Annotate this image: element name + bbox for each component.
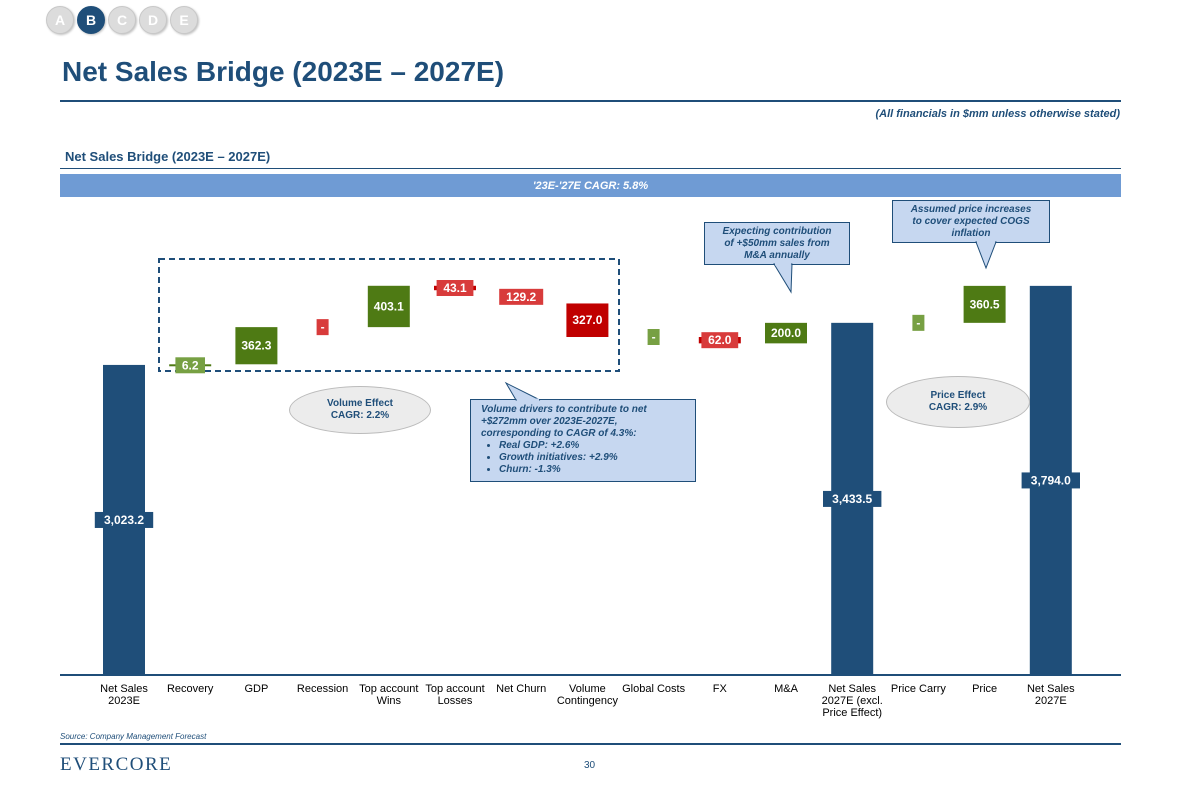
decrease-bar-label-box [436, 280, 474, 296]
decrease-bar-label: 327.0 [572, 313, 602, 327]
nil-marker-label: - [652, 330, 656, 344]
increase-bar-label: 200.0 [771, 326, 801, 340]
category-label: FX [713, 683, 728, 695]
increase-bar-label: 360.5 [970, 297, 1000, 311]
volume-callout-bullet: Churn: -1.3% [499, 464, 685, 476]
increase-bar [963, 285, 1006, 323]
decrease-bar-label: 129.2 [506, 290, 536, 304]
increase-bar-label-box [175, 357, 205, 374]
category-label: Net Churn [496, 683, 546, 695]
total-bar-label-box [94, 511, 154, 528]
increase-bar [235, 327, 278, 365]
category-label: Price [972, 683, 997, 695]
section-tabs: A B C D E [46, 6, 246, 34]
ma-callout-pointer [773, 263, 793, 294]
title-divider [60, 100, 1121, 102]
ma-callout: Expecting contribution of +$50mm sales f… [704, 222, 850, 265]
price-callout-pointer [975, 241, 997, 270]
page-title: Net Sales Bridge (2023E – 2027E) [62, 56, 505, 87]
total-bar-label: 3,023.2 [104, 513, 144, 527]
chart-subtitle: Net Sales Bridge (2023E – 2027E) [65, 149, 271, 164]
decrease-bar-label-box [499, 288, 544, 305]
category-label: GDP [244, 683, 268, 695]
price-effect-ellipse: Price Effect CAGR: 2.9% [886, 376, 1030, 428]
increase-bar [367, 285, 410, 328]
evercore-logo: EVERCORE [60, 754, 173, 775]
footer-divider [60, 743, 1121, 745]
total-bar-label-box [823, 490, 882, 507]
nil-marker [316, 319, 329, 336]
category-label: Price Carry [891, 683, 947, 695]
units-note: (All financials in $mm unless otherwise … [875, 108, 1120, 120]
volume-callout-pointer [504, 381, 541, 401]
nil-marker [647, 329, 660, 345]
subtitle-divider [60, 168, 1121, 169]
page-number: 30 [584, 760, 596, 771]
volume-callout-bullet: Real GDP: +2.6% [499, 440, 685, 452]
increase-bar [765, 322, 807, 344]
volume-effect-ellipse: Volume Effect CAGR: 2.2% [289, 386, 431, 434]
category-label: Recession [297, 683, 348, 695]
volume-callout-bullet: Growth initiatives: +2.9% [499, 452, 685, 464]
category-label: Recovery [167, 683, 214, 695]
price-callout: Assumed price increases to cover expecte… [892, 200, 1050, 243]
category-label: M&A [774, 683, 799, 695]
increase-bar-label: 403.1 [374, 299, 404, 313]
tab-e[interactable]: E [170, 6, 198, 34]
increase-bar-label: 362.3 [241, 339, 271, 353]
increase-bar-label: 6.2 [182, 358, 199, 372]
decrease-bar-label: 62.0 [708, 333, 732, 347]
decrease-bar [566, 303, 609, 337]
tab-c[interactable]: C [108, 6, 136, 34]
decrease-bar-label-box [701, 332, 739, 349]
volume-group-box [158, 258, 620, 372]
total-bar-label: 3,433.5 [832, 492, 872, 506]
tab-b[interactable]: B [77, 6, 105, 34]
tab-d[interactable]: D [139, 6, 167, 34]
volume-callout: Volume drivers to contribute to net +$27… [470, 399, 696, 482]
tab-a[interactable]: A [46, 6, 74, 34]
decrease-bar-label: 43.1 [443, 281, 467, 295]
total-bar-label-box [1021, 472, 1080, 489]
total-bar-label: 3,794.0 [1031, 473, 1071, 487]
nil-marker [912, 314, 925, 331]
source-note: Source: Company Management Forecast [60, 732, 207, 741]
volume-callout-intro: Volume drivers to contribute to net +$27… [481, 404, 647, 439]
category-label: Global Costs [622, 683, 685, 695]
nil-marker-label: - [321, 320, 325, 334]
nil-marker-label: - [916, 316, 920, 330]
volume-callout-bullets: Real GDP: +2.6% Growth initiatives: +2.9… [481, 440, 685, 476]
cagr-banner: '23E-'27E CAGR: 5.8% [60, 174, 1121, 197]
